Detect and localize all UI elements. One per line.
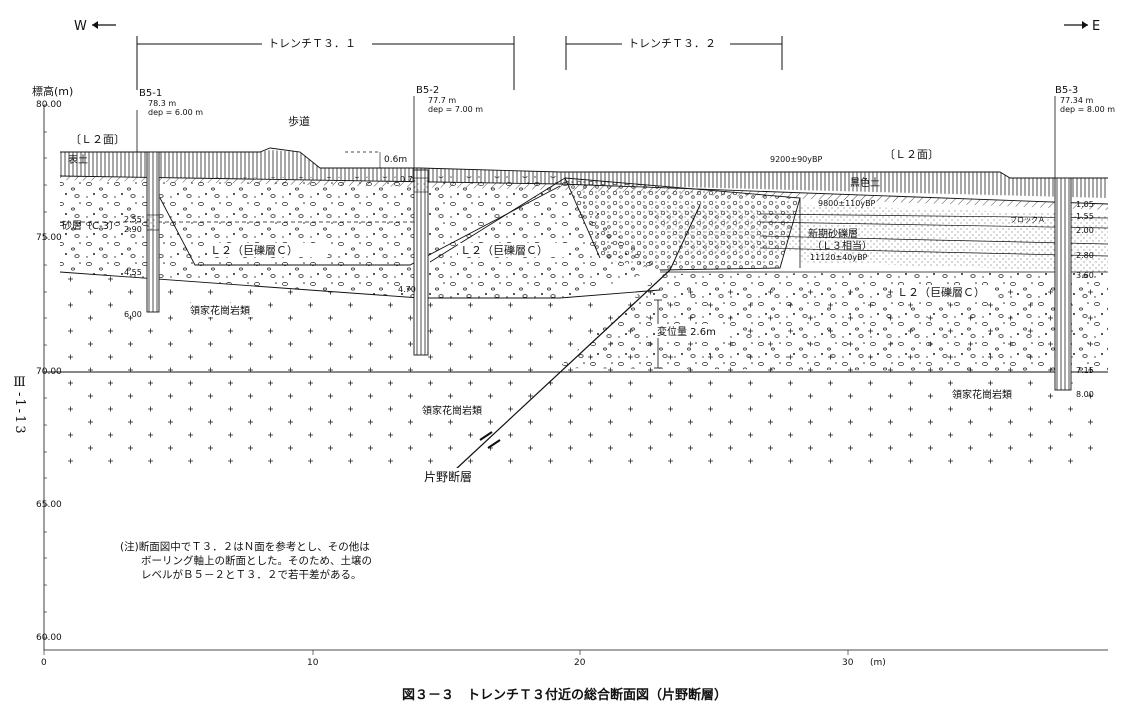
trench-t31-label: トレンチＴ３．１ bbox=[268, 37, 356, 50]
katano-fault-line bbox=[454, 204, 701, 471]
new-gravel-wedge bbox=[640, 205, 800, 255]
east-layer-lines bbox=[660, 213, 1109, 273]
b53-elev: 77.34 m bbox=[1060, 96, 1093, 105]
l3-equiv-label: （Ｌ３相当） bbox=[812, 239, 872, 252]
age-11120-label: 11120±40yBP bbox=[810, 253, 868, 262]
x-tick: 20 bbox=[574, 658, 586, 668]
block-a-label: ブロックＡ bbox=[1010, 215, 1045, 224]
trench-t32-label: トレンチＴ３．２ bbox=[628, 37, 716, 50]
boundary-lines bbox=[44, 147, 1109, 373]
b53-depth: 8.00 bbox=[1076, 390, 1094, 399]
b53-dep: dep = 8.00 m bbox=[1060, 105, 1115, 114]
east-sand-layers bbox=[800, 205, 1108, 272]
borehole-b52 bbox=[413, 96, 429, 356]
x-tick: 30 bbox=[842, 658, 854, 668]
sidewalk-label: 歩道 bbox=[288, 114, 310, 128]
b51-depth: 2.55 bbox=[124, 215, 142, 224]
granite-label-3: 領家花崗岩類 bbox=[952, 388, 1012, 401]
west-label: W bbox=[74, 19, 87, 34]
west-arrow bbox=[92, 21, 116, 29]
east-arrow bbox=[1064, 21, 1088, 29]
b51-elev: 78.3 m bbox=[148, 99, 176, 108]
topsoil-band bbox=[60, 150, 1108, 198]
page-side-label: Ⅲ-1-13 bbox=[12, 375, 27, 436]
subsoil-band bbox=[60, 176, 1108, 210]
b53-depth: 2.80 bbox=[1076, 251, 1094, 260]
borehole-b51 bbox=[136, 110, 160, 313]
l2-gravel-label-2: Ｌ２（巨礫層Ｃ） bbox=[460, 243, 548, 257]
b53-depth: 7.15 bbox=[1076, 366, 1094, 375]
b52-depth: 0.7 bbox=[400, 175, 413, 184]
y-axis-title: 標高(m) bbox=[32, 84, 73, 98]
b51-depth: 2.90 bbox=[124, 225, 142, 234]
b52-depth: 4.70 bbox=[398, 285, 416, 294]
l2-surface-right-label: 〔Ｌ２面〕 bbox=[884, 148, 939, 161]
footnote: (注)断面図中でＴ３．２はＮ面を参考とし、その他は ボーリング軸上の断面とした。… bbox=[120, 541, 372, 581]
b51-dep: dep = 6.00 m bbox=[148, 108, 203, 117]
age-9200-label: 9200±90yBP bbox=[770, 155, 822, 164]
b52-elev: 77.7 m bbox=[428, 96, 456, 105]
l2-gravel-east bbox=[558, 272, 1108, 372]
black-soil-label: 黒色土 bbox=[850, 176, 880, 189]
l2-gravel-label-1: Ｌ２（巨礫層Ｃ） bbox=[210, 243, 298, 257]
b51-name: B5-1 bbox=[139, 88, 162, 99]
b52-dep: dep = 7.00 m bbox=[428, 105, 483, 114]
b53-depth: 2.00 bbox=[1076, 226, 1094, 235]
x-axis-unit: (m) bbox=[870, 658, 886, 668]
l2-surface-left-label: 〔Ｌ２面〕 bbox=[70, 133, 125, 146]
b51-depth: 6.00 bbox=[124, 310, 142, 319]
y-tick: 80.00 bbox=[36, 100, 62, 110]
x-ticks bbox=[43, 650, 849, 655]
sand-layer-label: 砂層〔C-3〕 bbox=[62, 219, 119, 232]
y-ticks: 80.00 75.00 70.00 65.00 60.00 bbox=[36, 100, 62, 643]
east-label: E bbox=[1092, 19, 1100, 34]
fault-label: 片野断層 bbox=[424, 469, 472, 484]
x-tick: 0 bbox=[41, 658, 47, 668]
b53-depth: 1.05 bbox=[1076, 200, 1094, 209]
age-9800-label: 9800±110yBP bbox=[818, 199, 876, 208]
l2-gravel-label-3: Ｌ２（巨礫層Ｃ） bbox=[897, 285, 985, 299]
y-tick: 65.00 bbox=[36, 500, 62, 510]
b52-name: B5-2 bbox=[416, 85, 439, 96]
figure-caption: 図３－３ トレンチＴ３付近の総合断面図（片野断層） bbox=[401, 688, 727, 703]
x-tick: 10 bbox=[307, 658, 319, 668]
granite-label-2: 領家花崗岩類 bbox=[422, 404, 482, 417]
b53-depth: 3.60 bbox=[1076, 271, 1094, 280]
b53-name: B5-3 bbox=[1055, 85, 1078, 96]
offset-label: 0.6m bbox=[384, 155, 407, 165]
granite-label-1: 領家花崗岩類 bbox=[190, 304, 250, 317]
b53-depth: 1.55 bbox=[1076, 212, 1094, 221]
borehole-b53 bbox=[1054, 96, 1072, 391]
y-tick: 60.00 bbox=[36, 633, 62, 643]
displacement-label: 変位量 2.6m bbox=[657, 325, 716, 338]
b51-depth: 4.55 bbox=[124, 268, 142, 277]
y-tick: 75.00 bbox=[36, 233, 62, 243]
topsoil-label: 表土 bbox=[68, 153, 88, 166]
l2-gravel-west bbox=[60, 176, 660, 298]
new-gravel-label: 新期砂礫層 bbox=[808, 227, 858, 240]
y-axis bbox=[43, 105, 1108, 651]
